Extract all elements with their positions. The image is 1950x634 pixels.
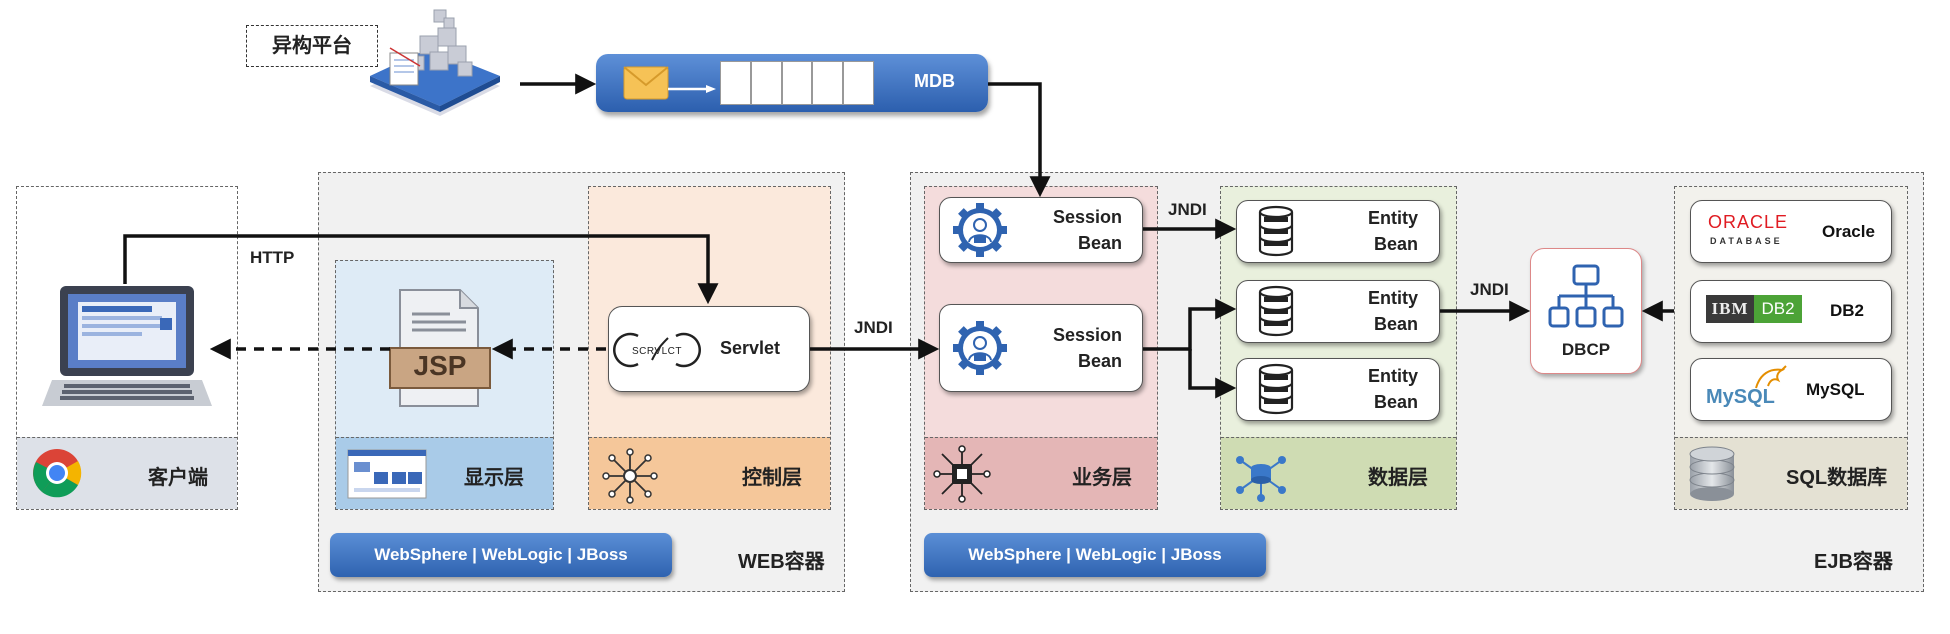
hub-icon bbox=[602, 448, 658, 504]
database-icon bbox=[1258, 363, 1294, 415]
business-layer-label: 业务层 bbox=[1072, 467, 1132, 489]
entity-bean-2-line1: Entity bbox=[1367, 288, 1418, 308]
entity-bean-1-label: Entity Bean bbox=[1310, 205, 1418, 257]
entity-bean-3-label: Entity Bean bbox=[1310, 363, 1418, 415]
webpage-icon bbox=[347, 449, 427, 499]
mail-arrow-icon bbox=[668, 80, 716, 93]
web-server-badge: WebSphere | WebLogic | JBoss bbox=[330, 533, 672, 577]
data-layer-label: 数据层 bbox=[1368, 467, 1428, 489]
mail-icon bbox=[623, 66, 669, 100]
mysql-logo: MySQL bbox=[1706, 386, 1775, 408]
servlet-node bbox=[608, 306, 810, 392]
session-bean-1-line2: Bean bbox=[1077, 233, 1122, 253]
mdb-queue: MDB bbox=[596, 54, 988, 112]
entity-bean-3-line2: Bean bbox=[1373, 392, 1418, 412]
mysql-label: MySQL bbox=[1806, 380, 1865, 399]
mysql-dolphin-icon bbox=[1752, 364, 1788, 392]
person-gear-icon bbox=[952, 202, 1008, 258]
ejb-server-badge: WebSphere | WebLogic | JBoss bbox=[924, 533, 1266, 577]
control-layer-label: 控制层 bbox=[742, 467, 802, 489]
mdb-label: MDB bbox=[914, 71, 955, 91]
jsp-icon bbox=[389, 288, 491, 408]
entity-bean-1-line1: Entity bbox=[1367, 208, 1418, 228]
jndi-label-servlet-session: JNDI bbox=[854, 318, 893, 337]
sql-db-label: SQL数据库 bbox=[1786, 467, 1888, 489]
chip-network-icon bbox=[933, 445, 991, 503]
display-layer-label: 显示层 bbox=[464, 467, 524, 489]
client-label: 客户端 bbox=[148, 467, 208, 489]
database-icon bbox=[1258, 205, 1294, 257]
org-tree-icon bbox=[1548, 264, 1624, 330]
person-gear-icon bbox=[952, 320, 1008, 376]
oracle-db-node bbox=[1690, 200, 1892, 263]
database-icon bbox=[1258, 285, 1294, 337]
database-stack-icon bbox=[1688, 446, 1736, 502]
jndi-label-entity-dbcp: JNDI bbox=[1470, 280, 1509, 299]
session-bean-2-label: Session Bean bbox=[1010, 322, 1122, 374]
oracle-label: Oracle bbox=[1822, 222, 1875, 241]
heterogeneous-platform-label: 异构平台 bbox=[246, 25, 378, 67]
servlet-logo-text: SCRVLCT bbox=[632, 346, 682, 357]
jndi-label-session-entity: JNDI bbox=[1168, 200, 1207, 219]
ibm-logo: IBM bbox=[1706, 295, 1754, 323]
ejb-container-label: EJB容器 bbox=[1814, 551, 1893, 573]
jsp-label: JSP bbox=[413, 350, 467, 381]
db2-logo: DB2 bbox=[1754, 295, 1802, 323]
database-network-icon bbox=[1234, 448, 1288, 502]
oracle-logo-bottom: DATABASE bbox=[1710, 236, 1783, 246]
session-bean-1-label: Session Bean bbox=[1010, 204, 1122, 256]
mysql-node bbox=[1690, 358, 1892, 421]
chrome-icon bbox=[32, 448, 82, 498]
servlet-logo-icon bbox=[613, 330, 701, 370]
db2-label: DB2 bbox=[1830, 301, 1865, 320]
http-label: HTTP bbox=[250, 248, 295, 267]
laptop-icon bbox=[42, 282, 212, 412]
entity-bean-3-line1: Entity bbox=[1367, 366, 1418, 386]
entity-bean-2-line2: Bean bbox=[1373, 314, 1418, 334]
web-container-label: WEB容器 bbox=[738, 551, 825, 573]
session-bean-2-line1: Session bbox=[1052, 325, 1122, 345]
session-bean-2-line2: Bean bbox=[1077, 351, 1122, 371]
message-queue-slots bbox=[720, 61, 874, 105]
heterogeneous-platform-icon bbox=[370, 8, 510, 128]
oracle-logo-top: ORACLE bbox=[1708, 212, 1789, 232]
entity-bean-1-line2: Bean bbox=[1373, 234, 1418, 254]
session-bean-1-line1: Session bbox=[1052, 207, 1122, 227]
servlet-label: Servlet bbox=[720, 338, 781, 358]
entity-bean-2-label: Entity Bean bbox=[1310, 285, 1418, 337]
dbcp-label: DBCP bbox=[1561, 340, 1611, 359]
